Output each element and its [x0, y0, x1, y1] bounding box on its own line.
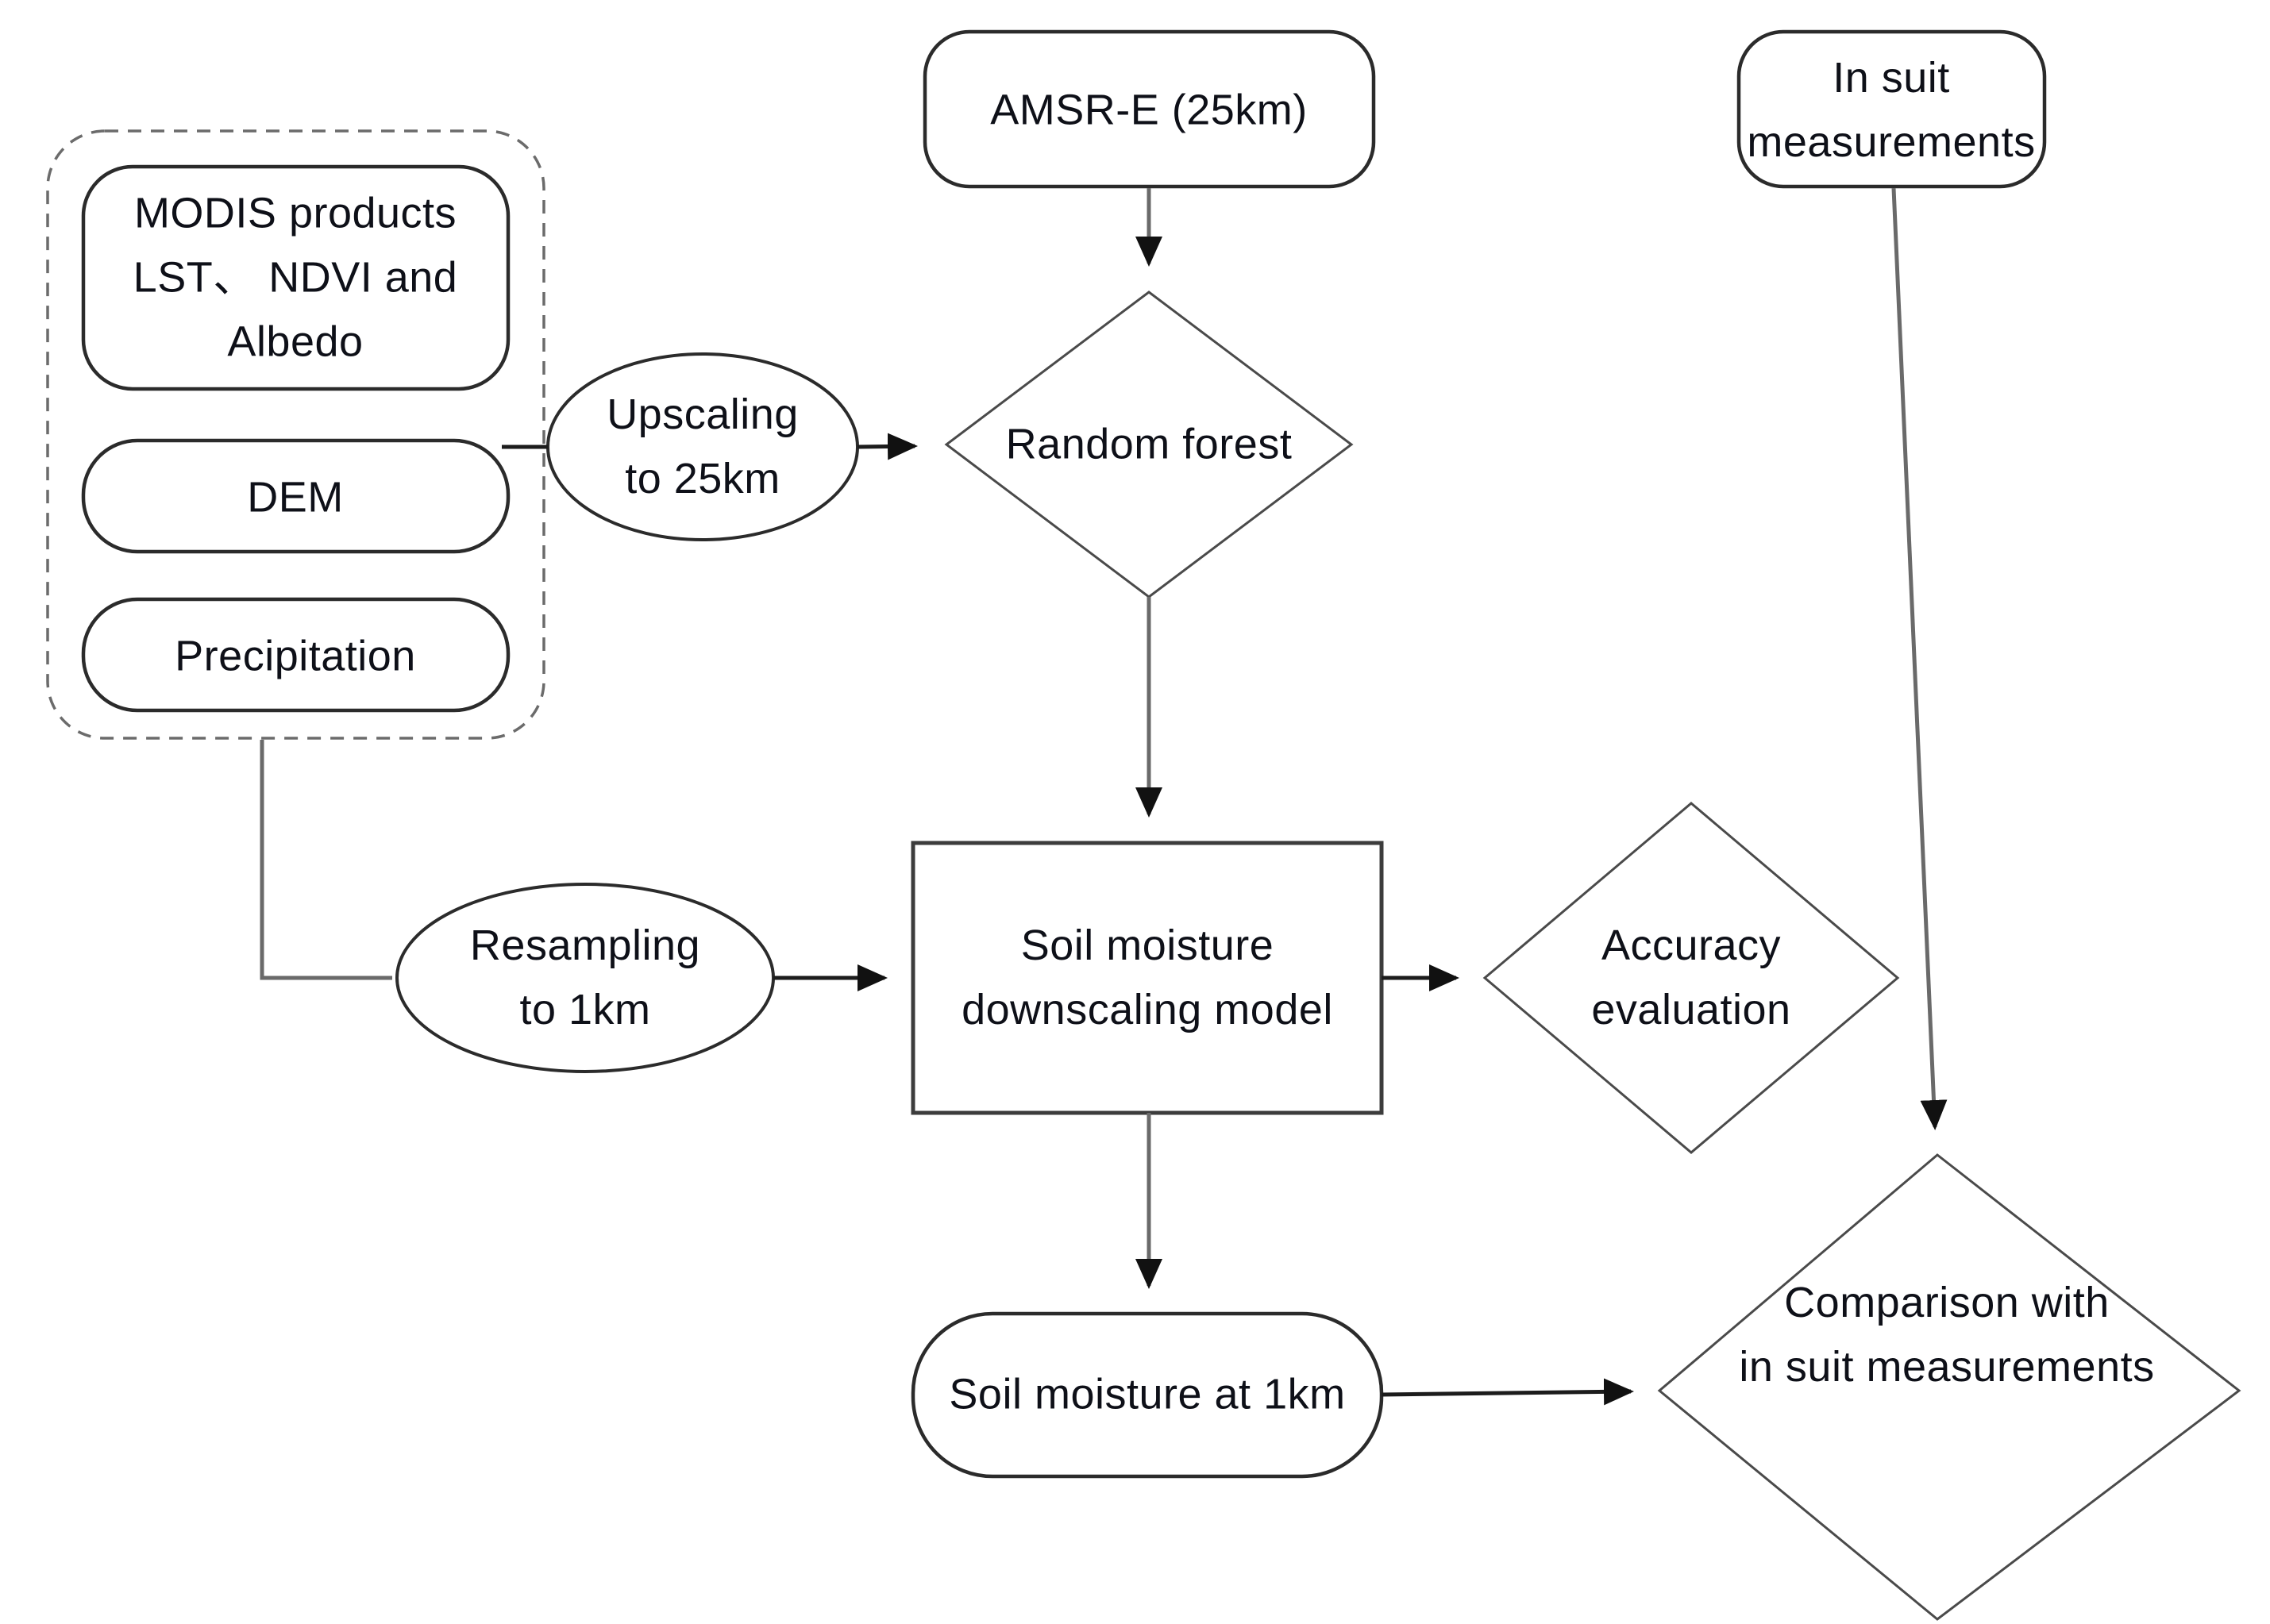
accuracy-evaluation-diamond: [1482, 802, 1900, 1154]
arrow-upscaling-to-random-forest: [857, 433, 918, 460]
comparison-line-1: Comparison with: [1784, 1279, 2110, 1326]
dem-label: DEM: [247, 466, 344, 530]
soil-moisture-1km-text: Soil moisture at 1km: [949, 1370, 1346, 1418]
downscaling-model-label: Soil moisture downscaling model: [962, 914, 1333, 1042]
amsr-e-label: AMSR-E (25km): [990, 79, 1308, 143]
model-line-1: Soil moisture: [1020, 922, 1274, 969]
arrow-sm1km-to-comparison: [1381, 1378, 1634, 1406]
precipitation-text: Precipitation: [175, 632, 416, 680]
precipitation-node: [81, 597, 511, 713]
accuracy-line-2: evaluation: [1591, 986, 1791, 1033]
random-forest-text: Random forest: [1005, 420, 1293, 468]
accuracy-evaluation-label: Accuracy evaluation: [1591, 914, 1790, 1042]
upscaling-line-2: to 25km: [625, 455, 780, 502]
resampling-label: Resampling to 1km: [470, 914, 700, 1042]
in-situ-line-1: In suit: [1833, 54, 1950, 102]
random-forest-label: Random forest: [1006, 413, 1293, 477]
amsr-e-node: [923, 29, 1376, 189]
modis-line-1: MODIS products: [133, 189, 457, 237]
amsr-e-text: AMSR-E (25km): [990, 86, 1308, 134]
precipitation-label: Precipitation: [175, 625, 416, 689]
upscaling-label: Upscaling to 25km: [607, 383, 799, 511]
modis-line-3: Albedo: [227, 317, 364, 366]
dem-text: DEM: [247, 473, 344, 521]
in-situ-label: In suit measurements: [1747, 46, 2035, 175]
input-group-container: [46, 129, 545, 740]
comparison-diamond: [1657, 1153, 2241, 1621]
dem-node: [81, 438, 511, 554]
accuracy-line-1: Accuracy: [1601, 922, 1782, 969]
in-situ-measurements-node: [1736, 29, 2047, 189]
resampling-line-2: to 1km: [519, 986, 651, 1033]
arrow-insitu-to-comparison: [1891, 187, 1948, 1130]
connector-inputs-to-resampling: [260, 740, 392, 980]
comparison-label: Comparison with in suit measurements: [1739, 1271, 2154, 1399]
comparison-line-2: in suit measurements: [1739, 1343, 2155, 1391]
modis-products-node: [81, 164, 511, 391]
soil-moisture-1km-label: Soil moisture at 1km: [949, 1363, 1345, 1427]
upscaling-line-1: Upscaling: [607, 391, 799, 438]
modis-line-2: LST、 NDVI and: [133, 253, 458, 302]
soil-moisture-1km-node: [911, 1311, 1384, 1479]
model-line-2: downscaling model: [962, 986, 1333, 1033]
in-situ-line-2: measurements: [1747, 118, 2036, 166]
resampling-line-1: Resampling: [469, 922, 701, 969]
modis-products-label: MODIS products LST、 NDVI and Albedo: [133, 182, 458, 375]
